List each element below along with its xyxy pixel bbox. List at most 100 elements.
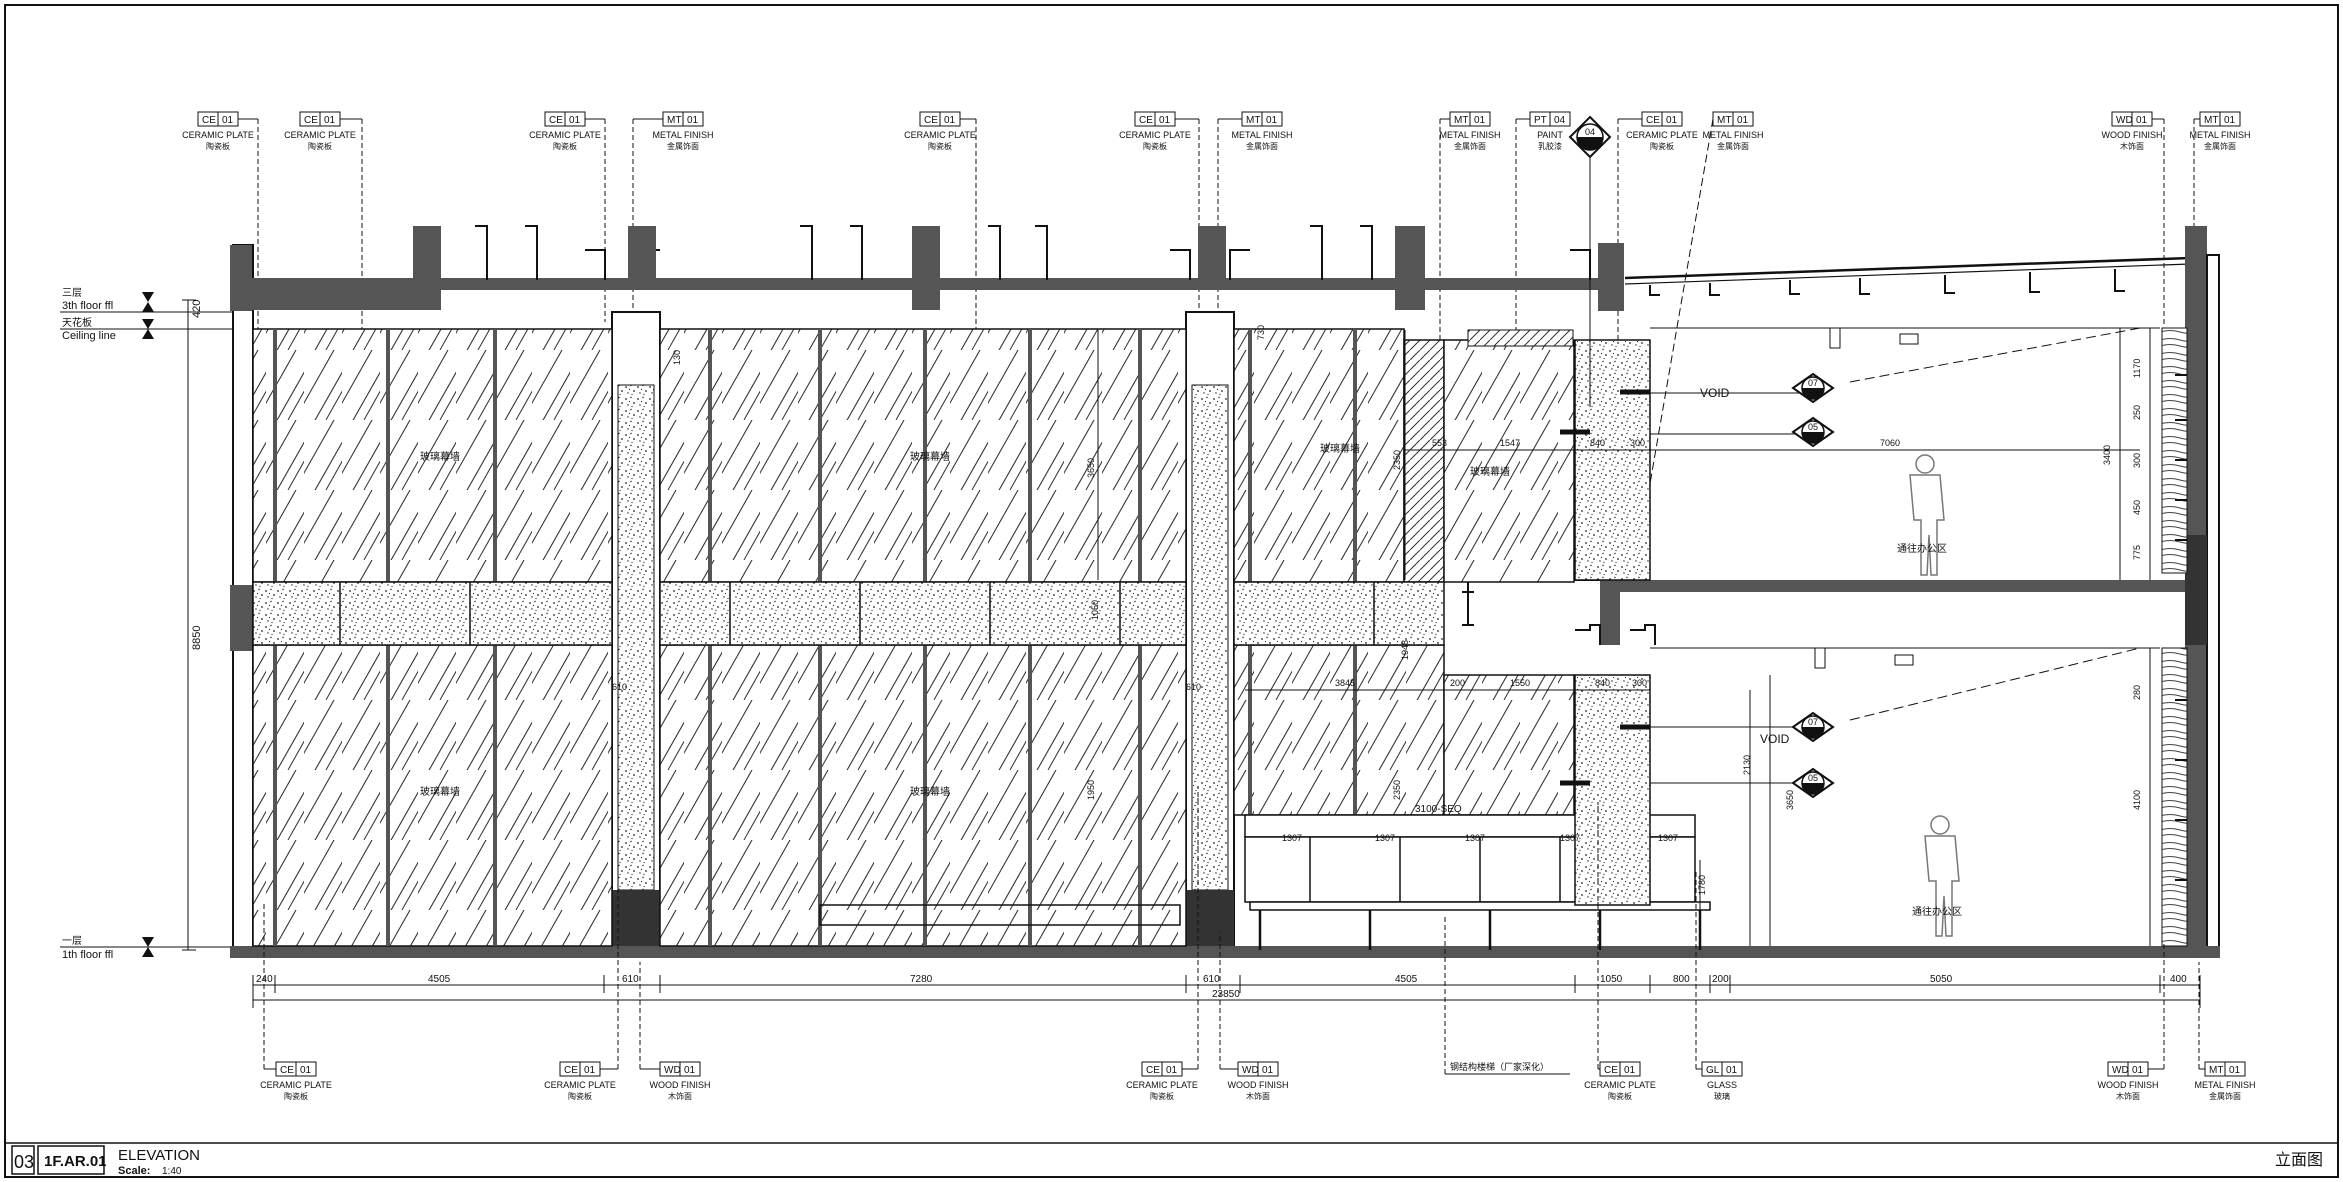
svg-text:01: 01 (1159, 115, 1171, 126)
svg-text:陶瓷板: 陶瓷板 (206, 141, 230, 151)
svg-text:WOOD FINISH: WOOD FINISH (1228, 1080, 1289, 1090)
svg-text:CE: CE (924, 115, 938, 126)
svg-text:400: 400 (2170, 974, 2187, 985)
sheet-number: 03 (14, 1152, 34, 1172)
svg-text:4505: 4505 (1395, 974, 1418, 985)
svg-text:01: 01 (300, 1065, 312, 1076)
svg-text:01: 01 (584, 1065, 596, 1076)
svg-text:01: 01 (2136, 115, 2148, 126)
svg-text:WOOD FINISH: WOOD FINISH (650, 1080, 711, 1090)
svg-text:CERAMIC PLATE: CERAMIC PLATE (260, 1080, 332, 1090)
svg-text:金属饰面: 金属饰面 (1717, 141, 1749, 151)
svg-text:01: 01 (1624, 1065, 1636, 1076)
drawing-title-cn: 立面图 (2275, 1150, 2323, 1169)
svg-text:陶瓷板: 陶瓷板 (553, 141, 577, 151)
dim-8850: 8850 (191, 626, 203, 650)
svg-text:METAL FINISH: METAL FINISH (2189, 130, 2250, 140)
svg-text:GL: GL (1706, 1065, 1720, 1076)
svg-text:01: 01 (1266, 115, 1278, 126)
svg-text:CE: CE (1604, 1065, 1618, 1076)
svg-text:4100: 4100 (2132, 790, 2142, 810)
svg-text:MT: MT (1246, 115, 1260, 126)
inner-dimensions: 553 1547 840 300 7060 3400 3650 2350 117… (612, 325, 2151, 946)
svg-text:4505: 4505 (428, 974, 451, 985)
void-label: VOID (1760, 732, 1790, 746)
svg-text:CE: CE (564, 1065, 578, 1076)
svg-text:MT: MT (1454, 115, 1468, 126)
svg-text:CERAMIC PLATE: CERAMIC PLATE (182, 130, 254, 140)
level-ceiling-cn: 天花板 (62, 316, 92, 329)
left-dimensions: 420 8850 (182, 299, 203, 951)
glass-note: 玻璃幕墙 (1470, 465, 1510, 478)
scale-value: 1:40 (162, 1166, 182, 1177)
svg-text:MT: MT (667, 115, 681, 126)
svg-text:CERAMIC PLATE: CERAMIC PLATE (529, 130, 601, 140)
svg-text:1547: 1547 (1500, 438, 1520, 448)
svg-text:450: 450 (2132, 500, 2142, 515)
svg-text:01: 01 (2224, 115, 2236, 126)
svg-text:840: 840 (1595, 678, 1610, 688)
sheet-border (4, 4, 2339, 1178)
svg-text:1307: 1307 (1375, 833, 1395, 843)
svg-text:陶瓷板: 陶瓷板 (1608, 1091, 1632, 1101)
svg-text:WD: WD (1242, 1065, 1259, 1076)
svg-text:300: 300 (1630, 438, 1645, 448)
svg-text:PAINT: PAINT (1537, 130, 1563, 140)
svg-text:01: 01 (1474, 115, 1486, 126)
svg-text:01: 01 (684, 1065, 696, 1076)
svg-text:01: 01 (569, 115, 581, 126)
svg-text:WOOD FINISH: WOOD FINISH (2102, 130, 2163, 140)
svg-text:CERAMIC PLATE: CERAMIC PLATE (1126, 1080, 1198, 1090)
svg-text:840: 840 (1590, 438, 1605, 448)
svg-text:金属饰面: 金属饰面 (1246, 141, 1278, 151)
svg-text:05: 05 (1808, 422, 1818, 432)
glass-note: 玻璃幕墙 (420, 450, 460, 463)
svg-text:CE: CE (1146, 1065, 1160, 1076)
svg-text:1307: 1307 (1560, 833, 1580, 843)
level-1f-en: 1th floor ffl (62, 949, 113, 961)
svg-text:05: 05 (1808, 773, 1818, 783)
svg-text:木饰面: 木饰面 (668, 1091, 692, 1101)
overall-dim: 23850 (1212, 989, 1240, 1000)
svg-text:04: 04 (1554, 115, 1566, 126)
structure (230, 225, 2220, 958)
level-3f-cn: 三层 (62, 287, 82, 299)
svg-text:WD: WD (2112, 1065, 2129, 1076)
glass-note: 玻璃幕墙 (910, 450, 950, 463)
svg-text:CERAMIC PLATE: CERAMIC PLATE (544, 1080, 616, 1090)
svg-text:553: 553 (1432, 438, 1447, 448)
svg-text:陶瓷板: 陶瓷板 (1650, 141, 1674, 151)
svg-text:METAL FINISH: METAL FINISH (1702, 130, 1763, 140)
svg-text:陶瓷板: 陶瓷板 (308, 141, 332, 151)
stair-note: 3100-SEQ (1415, 804, 1462, 815)
svg-text:METAL FINISH: METAL FINISH (2194, 1080, 2255, 1090)
svg-text:1950: 1950 (1086, 780, 1096, 800)
scale-label: Scale: (118, 1165, 150, 1177)
section-marker-icon: 07 (1791, 372, 1835, 404)
svg-text:CERAMIC PLATE: CERAMIC PLATE (1119, 130, 1191, 140)
area-label: 通往办公区 (1897, 542, 1947, 555)
svg-text:陶瓷板: 陶瓷板 (1143, 141, 1167, 151)
svg-text:1170: 1170 (2132, 359, 2142, 378)
svg-text:250: 250 (2132, 405, 2142, 420)
stone-column (1467, 329, 1656, 906)
svg-text:CE: CE (1646, 115, 1660, 126)
svg-text:WOOD FINISH: WOOD FINISH (2098, 1080, 2159, 1090)
svg-text:WD: WD (664, 1065, 681, 1076)
